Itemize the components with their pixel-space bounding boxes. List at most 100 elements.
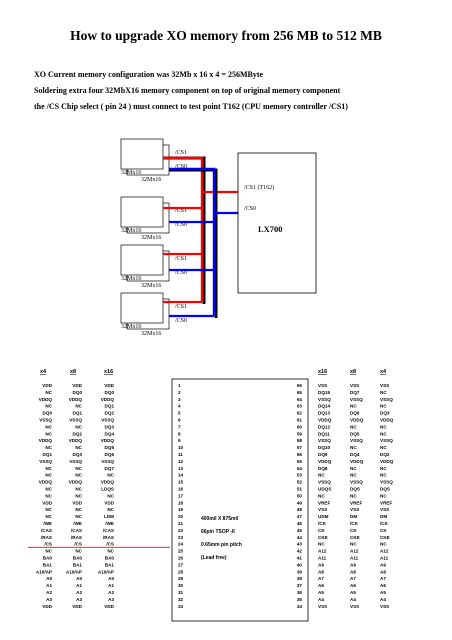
right-pin-name: A12: [350, 549, 359, 554]
right-pin-name: A8: [318, 569, 324, 574]
left-pin-name: DQ0: [105, 390, 115, 395]
left-pin-name: /CAS: [71, 528, 82, 533]
left-pin-name: NC: [45, 445, 52, 450]
left-pin-name: /WE: [73, 521, 82, 526]
right-pin-name: VSS: [318, 604, 327, 609]
left-pin-name: NC: [75, 424, 82, 429]
left-pin-name: VDDQ: [101, 480, 115, 485]
right-pin-number: 39: [297, 569, 303, 574]
left-pin-number: 8: [178, 431, 181, 436]
left-pin-name: NC: [107, 493, 114, 498]
right-pin-number: 64: [297, 397, 303, 402]
left-pin-number: 28: [178, 569, 184, 574]
left-pin-name: DQ1: [43, 452, 53, 457]
right-pin-number: 51: [297, 487, 303, 492]
right-pin-name: DQ7: [350, 390, 360, 395]
left-pin-name: DQ6: [105, 452, 115, 457]
left-pin-name: A3: [76, 597, 82, 602]
package-spec-text: 0.65mm pin pitch: [201, 542, 242, 548]
right-pin-number: 56: [297, 452, 303, 457]
left-pin-name: NC: [45, 466, 52, 471]
left-pin-name: NC: [75, 466, 82, 471]
right-pin-name: NC: [380, 390, 387, 395]
left-pin-name: VSSQ: [39, 459, 52, 464]
left-pin-name: NC: [45, 473, 52, 478]
left-pin-name: VSSQ: [101, 459, 114, 464]
left-pin-number: 13: [178, 466, 184, 471]
right-pin-name: CKE: [350, 535, 360, 540]
left-pin-name: NC: [45, 404, 52, 409]
left-pin-name: VSSQ: [101, 418, 114, 423]
left-pin-name: VSSQ: [69, 459, 82, 464]
chip-label-original: 32Mx16: [141, 331, 161, 337]
right-pin-name: VSSQ: [318, 438, 331, 443]
left-pin-name: NC: [75, 487, 82, 492]
right-pin-name: VSS: [380, 383, 389, 388]
right-pin-name: DQS: [380, 487, 390, 492]
chip-label-stacked: 32Mx16: [121, 170, 141, 176]
left-pin-name: A1: [108, 583, 114, 588]
right-pin-name: VDDQ: [350, 459, 364, 464]
right-pin-name: A5: [318, 590, 324, 595]
right-pin-name: /CK: [350, 521, 359, 526]
left-pin-name: VDDQ: [69, 438, 83, 443]
paragraph-config: XO Current memory configuration was 32Mb…: [34, 70, 264, 79]
right-pin-number: 49: [297, 500, 303, 505]
right-pin-name: A9: [350, 562, 356, 567]
left-pin-name: A10/AP: [66, 569, 82, 574]
left-pin-name: /CAS: [103, 528, 114, 533]
left-pin-name: VSSQ: [39, 418, 52, 423]
left-pin-name: NC: [45, 431, 52, 436]
right-pin-name: A11: [380, 556, 389, 561]
right-pin-name: VSSQ: [350, 397, 363, 402]
right-pin-name: A9: [380, 562, 386, 567]
lx700-label: LX700: [258, 224, 283, 234]
right-pin-name: VDDQ: [380, 418, 394, 423]
chip-label-original: 32Mx16: [141, 235, 161, 241]
right-pin-number: 46: [297, 521, 303, 526]
right-pin-name: DQ13: [318, 411, 330, 416]
right-pin-name: A9: [318, 562, 324, 567]
left-pin-name: A10/AP: [98, 569, 114, 574]
right-pin-name: NC: [350, 473, 357, 478]
left-pin-number: 19: [178, 507, 184, 512]
package-spec-text: 66pin TSOP -II: [201, 529, 235, 535]
right-pin-name: NC: [350, 424, 357, 429]
right-pin-number: 55: [297, 459, 303, 464]
right-pin-name: UDM: [318, 514, 329, 519]
right-pin-number: 41: [297, 556, 303, 561]
right-pin-name: DQ4: [350, 452, 360, 457]
right-pin-name: NC: [350, 542, 357, 547]
wiring-diagram: 32Mx1632Mx16/CS1/CS032Mx1632Mx16/CS1/CS0…: [120, 138, 317, 337]
left-pin-number: 26: [178, 556, 184, 561]
left-pin-name: NC: [45, 390, 52, 395]
left-pin-name: VDDQ: [39, 480, 53, 485]
right-pin-number: 61: [297, 418, 303, 423]
right-pin-name: VSS: [318, 507, 327, 512]
left-pin-name: VDDQ: [69, 397, 83, 402]
right-pin-name: CKE: [318, 535, 328, 540]
right-pin-name: DQ12: [318, 424, 330, 429]
left-pin-name: DQ1: [105, 404, 115, 409]
left-pin-number: 6: [178, 418, 181, 423]
right-pin-name: DQ11: [318, 431, 330, 436]
right-pin-name: A5: [350, 590, 356, 595]
left-pin-name: NC: [75, 514, 82, 519]
right-pin-name: A7: [350, 576, 356, 581]
right-pin-name: VREF: [380, 500, 392, 505]
left-pin-name: A2: [46, 590, 52, 595]
right-pin-name: VSS: [380, 604, 389, 609]
left-pin-name: BA1: [43, 562, 53, 567]
paragraph-soldering: Soldering extra four 32MbX16 memory comp…: [34, 86, 341, 95]
right-pin-name: CKE: [380, 535, 390, 540]
chip-label-original: 32Mx16: [141, 283, 161, 289]
right-pin-name: A4: [318, 597, 324, 602]
right-pin-number: 63: [297, 404, 303, 409]
left-pin-number: 5: [178, 411, 181, 416]
